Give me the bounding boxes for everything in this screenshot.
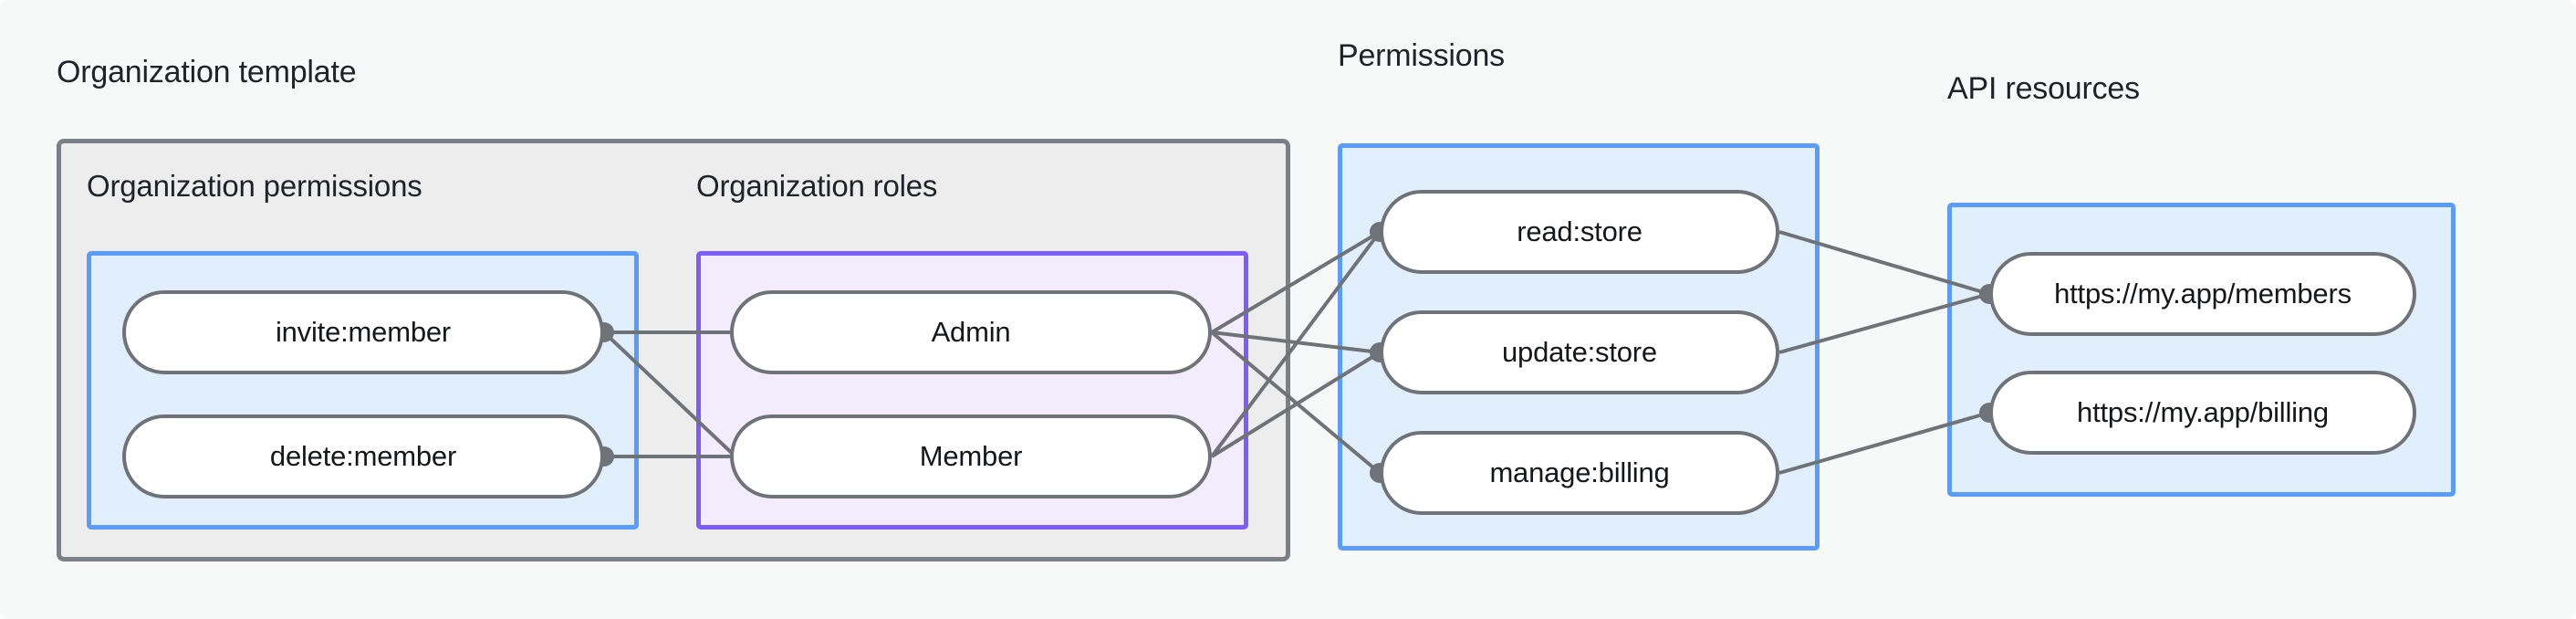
subgroup-title-organization-permissions: Organization permissions <box>87 169 422 203</box>
node-billing-url[interactable]: https://my.app/billing <box>1989 371 2416 455</box>
node-manage-billing[interactable]: manage:billing <box>1380 431 1779 515</box>
node-admin[interactable]: Admin <box>730 290 1212 374</box>
group-title-organization-template: Organization template <box>57 55 357 89</box>
subgroup-title-organization-roles: Organization roles <box>696 169 938 203</box>
group-title-api-resources: API resources <box>1947 71 2140 106</box>
node-update-store[interactable]: update:store <box>1380 310 1779 394</box>
node-invite-member[interactable]: invite:member <box>122 290 604 374</box>
node-member[interactable]: Member <box>730 414 1212 498</box>
node-members-url[interactable]: https://my.app/members <box>1989 252 2416 336</box>
node-delete-member[interactable]: delete:member <box>122 414 604 498</box>
group-title-permissions: Permissions <box>1338 38 1505 73</box>
node-read-store[interactable]: read:store <box>1380 190 1779 274</box>
